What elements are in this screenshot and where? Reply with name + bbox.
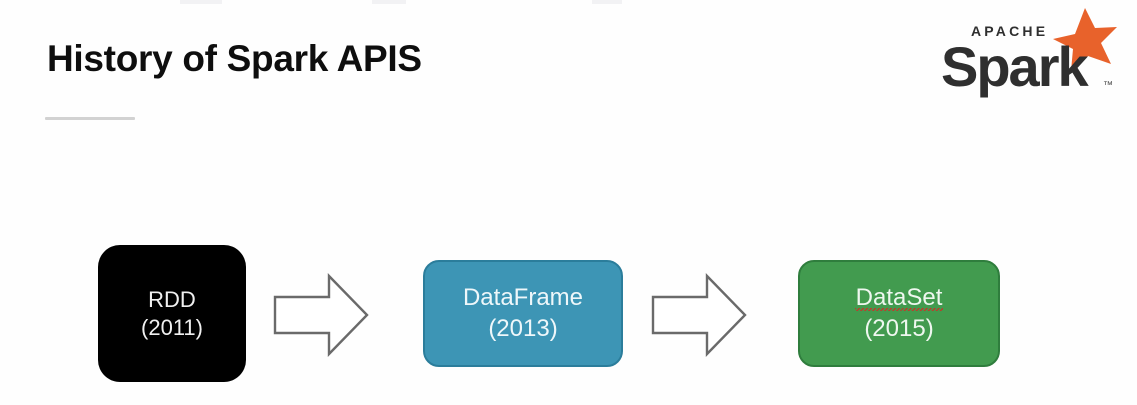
top-edge-artifact (180, 0, 222, 4)
flow-node-rdd-year: (2011) (141, 314, 203, 340)
flow-arrow-dataframe-to-dataset (650, 272, 748, 358)
logo-apache-text: APACHE (971, 23, 1048, 39)
top-edge-artifact (372, 0, 406, 4)
flow-node-rdd-title: RDD (148, 286, 196, 312)
flow-node-dataset-title: DataSet (854, 283, 944, 312)
flow-node-dataframe-year: (2013) (488, 315, 558, 342)
flow-arrow-rdd-to-dataframe (272, 272, 370, 358)
top-edge-artifact (592, 0, 622, 4)
apache-spark-logo: APACHE Spark ™ (935, 6, 1125, 102)
flow-node-rdd: RDD (2011) (98, 245, 246, 382)
flow-node-dataset: DataSet (2015) (798, 260, 1000, 367)
page-title: History of Spark APIS (47, 38, 422, 79)
flow-node-dataframe: DataFrame (2013) (423, 260, 623, 367)
flow-node-dataset-year: (2015) (864, 315, 934, 342)
logo-spark-wordmark: Spark (941, 35, 1089, 98)
logo-trademark: ™ (1103, 80, 1113, 91)
title-underline-rule (45, 117, 135, 120)
flow-node-dataframe-title: DataFrame (462, 283, 584, 311)
spark-star-icon (1053, 8, 1117, 71)
